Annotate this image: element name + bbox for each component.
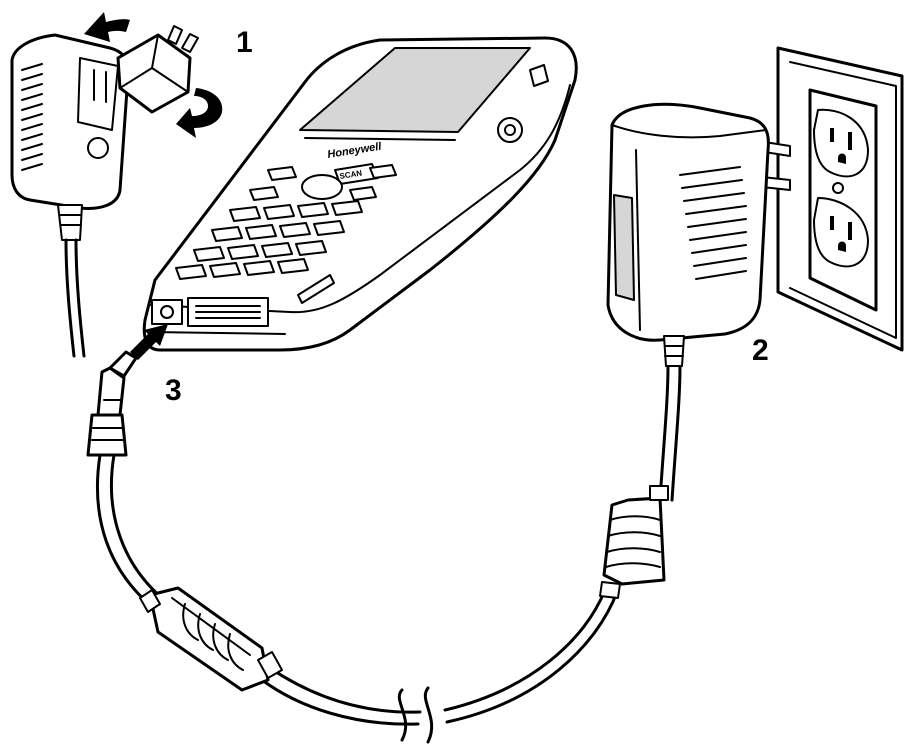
step-3-label: 3 (165, 374, 182, 407)
handheld-computer: Honeywell SCAN (142, 36, 578, 352)
adapter-rotate-prongs (10, 25, 199, 358)
dc-barrel-plug (86, 350, 138, 457)
scan-key-label: SCAN (339, 169, 363, 181)
ferrite-bead-left (139, 586, 283, 692)
rotate-arrows (84, 12, 223, 138)
power-cable (96, 363, 682, 744)
keypad (175, 164, 397, 280)
step-1-label: 1 (236, 26, 253, 59)
step-2-label: 2 (752, 334, 769, 367)
navigation-pad (301, 174, 343, 200)
side-button-circle (497, 117, 523, 143)
ferrite-bead-right (599, 485, 669, 599)
wall-outlet (776, 46, 904, 352)
adapter-plugged-in (606, 102, 791, 367)
outlet-screw (832, 182, 844, 194)
dc-power-jack (151, 299, 183, 325)
plug-prong-piece (116, 33, 192, 114)
insert-arrow (130, 324, 168, 360)
